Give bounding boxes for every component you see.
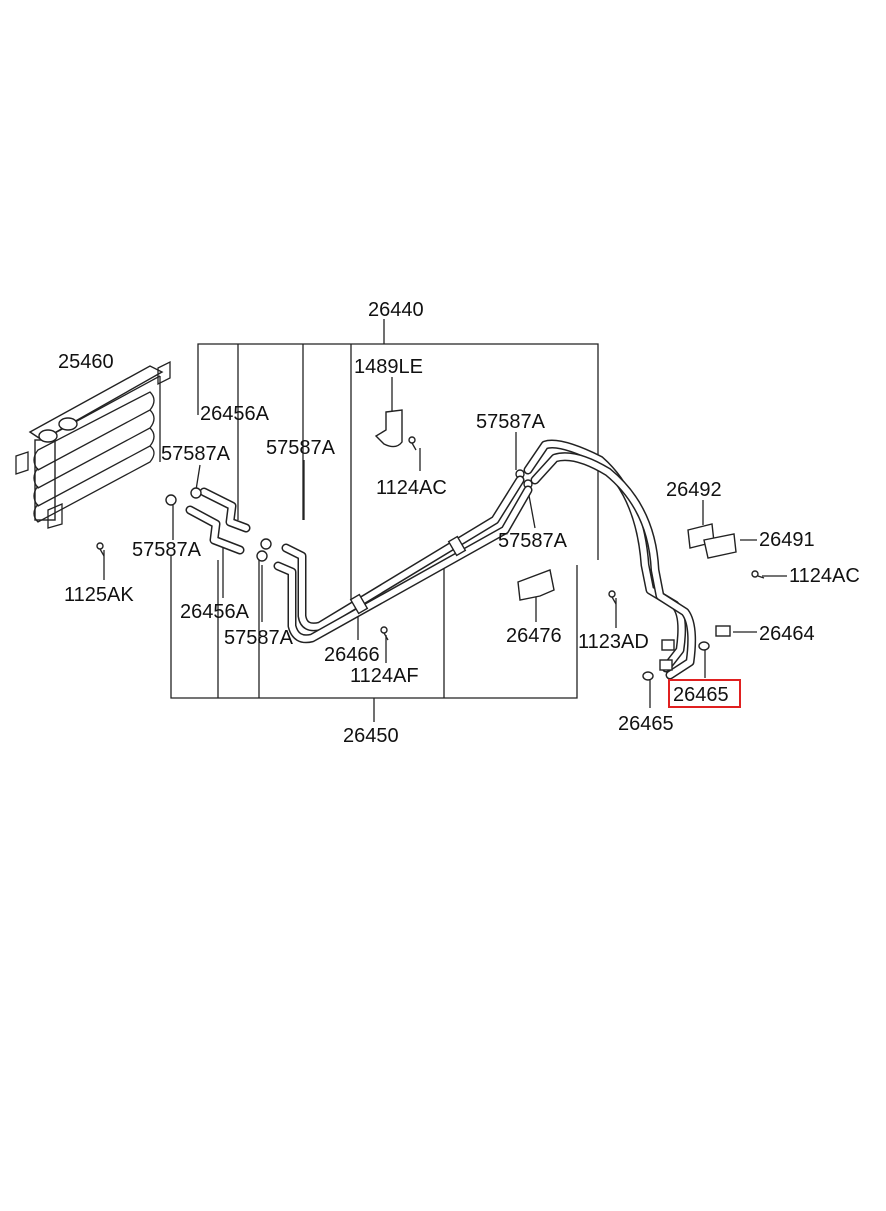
highlight-box: [668, 679, 741, 708]
clamp-parts: [165, 469, 533, 562]
hose-part-upper: [199, 487, 251, 533]
oil-cooler-part: [15, 360, 171, 529]
label-57587a-d[interactable]: 57587A: [132, 539, 202, 561]
label-26491[interactable]: 26491: [759, 529, 815, 551]
part-labels: 26440 25460 1489LE 26456A 57587A 57587A …: [58, 299, 860, 747]
label-26450[interactable]: 26450: [343, 725, 399, 747]
label-1124af[interactable]: 1124AF: [350, 665, 419, 687]
hose-part-lower: [185, 505, 245, 555]
label-1489le[interactable]: 1489LE: [354, 356, 423, 378]
label-57587a-a[interactable]: 57587A: [476, 411, 546, 433]
label-57587a-b[interactable]: 57587A: [266, 437, 336, 459]
label-1124ac-a[interactable]: 1124AC: [376, 477, 447, 499]
label-25460[interactable]: 25460: [58, 351, 114, 373]
label-57587a-f[interactable]: 57587A: [224, 627, 294, 649]
label-57587a-e[interactable]: 57587A: [498, 530, 568, 552]
label-26456a-top[interactable]: 26456A: [200, 403, 270, 425]
bolt-parts: [96, 436, 765, 681]
pipe-assembly-right: [523, 439, 697, 680]
label-26492[interactable]: 26492: [666, 479, 722, 501]
label-26466[interactable]: 26466: [324, 644, 380, 666]
bracket-1489le: [374, 409, 403, 448]
pipe-assembly-main: [273, 475, 533, 644]
label-57587a-c[interactable]: 57587A: [161, 443, 231, 465]
label-26476[interactable]: 26476: [506, 625, 562, 647]
bracket-26476: [517, 569, 555, 601]
label-26456a-bot[interactable]: 26456A: [180, 601, 250, 623]
label-1124ac-b[interactable]: 1124AC: [789, 565, 860, 587]
label-26465-highlighted[interactable]: 26465: [673, 684, 729, 706]
label-26440[interactable]: 26440: [368, 299, 424, 321]
label-1125ak[interactable]: 1125AK: [64, 584, 134, 606]
clip-26491: [703, 533, 737, 559]
label-26464[interactable]: 26464: [759, 623, 815, 645]
label-1123ad[interactable]: 1123AD: [578, 631, 649, 653]
label-26465[interactable]: 26465: [618, 713, 674, 735]
